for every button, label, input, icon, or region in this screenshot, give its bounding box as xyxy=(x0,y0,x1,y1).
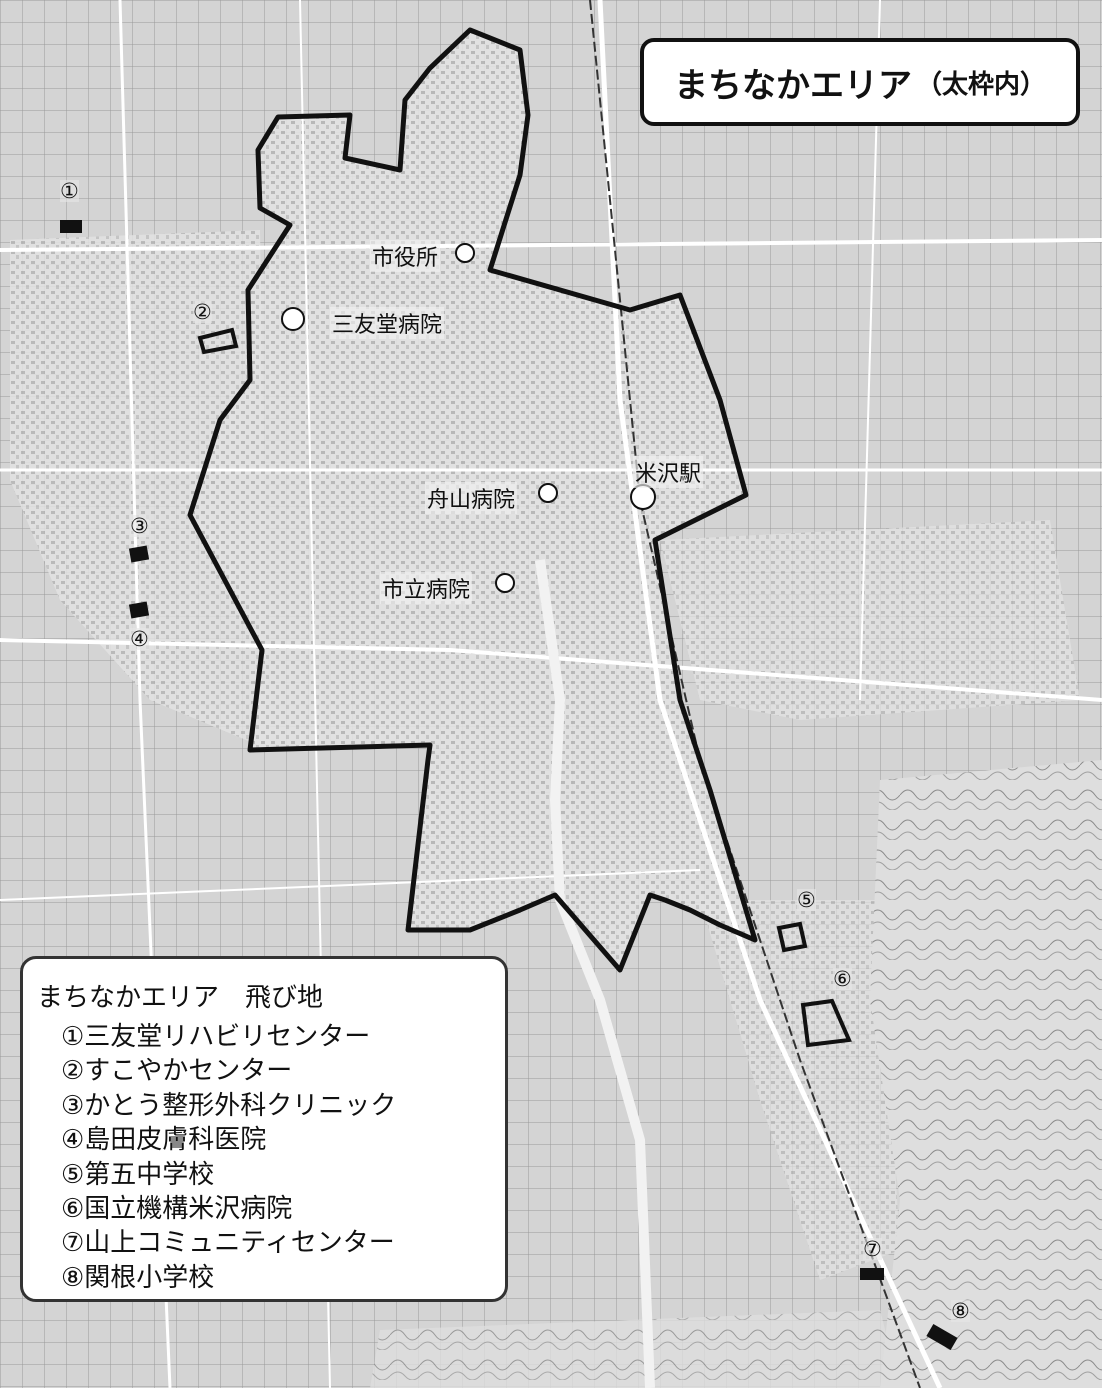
enclave-6-mark xyxy=(800,998,852,1048)
enclave-4-mark xyxy=(128,601,150,619)
enclave-8-mark xyxy=(926,1323,958,1351)
enclave-8-number: ⑧ xyxy=(951,1299,970,1323)
enclave-7-mark xyxy=(860,1268,884,1280)
sanyudo-hospital-label: 三友堂病院 xyxy=(330,307,445,339)
legend-item: ②すこやかセンター xyxy=(61,1056,293,1087)
legend-item: ③かとう整形外科クリニック xyxy=(61,1090,397,1121)
enclave-7-number: ⑦ xyxy=(863,1237,882,1261)
urban-zone-west xyxy=(10,230,270,750)
title-paren: （太枠内） xyxy=(915,69,1046,100)
municipal-hospital-marker xyxy=(495,573,515,593)
urban-zone-east xyxy=(660,520,1080,720)
legend-item: ⑧関根小学校 xyxy=(61,1262,215,1293)
enclave-5-number: ⑤ xyxy=(797,888,816,912)
legend-item: ①三友堂リハビリセンター xyxy=(61,1022,371,1052)
legend-item: ⑦山上コミュニティセンター xyxy=(61,1228,395,1259)
enclave-5-mark xyxy=(776,921,808,953)
legend-item: ⑥国立機構米沢病院 xyxy=(61,1194,293,1225)
enclave-4-number: ④ xyxy=(130,627,149,651)
legend-heading: まちなかエリア 飛び地 xyxy=(37,983,324,1013)
enclave-3-mark xyxy=(128,545,150,563)
legend-item: ④島田皮膚科医院 xyxy=(61,1125,267,1156)
enclave-3-number: ③ xyxy=(130,514,149,538)
city-hall-label: 市役所 xyxy=(370,240,441,272)
title-main: まちなかエリア xyxy=(673,65,912,106)
sanyudo-hospital-marker xyxy=(281,307,305,331)
enclave-2-mark xyxy=(197,327,239,355)
yonezawa-station-marker xyxy=(630,484,656,510)
enclave-6-number: ⑥ xyxy=(833,967,852,991)
hill-area-south xyxy=(370,1310,900,1388)
enclave-1-mark xyxy=(60,220,82,233)
enclave-2-number: ② xyxy=(193,300,212,324)
city-hall-marker xyxy=(455,243,475,263)
hill-area-east xyxy=(870,760,1102,1388)
legend-list: ①三友堂リハビリセンター ②すこやかセンター ③かとう整形外科クリニック ④島田… xyxy=(35,1020,493,1295)
legend-item: ⑤第五中学校 xyxy=(61,1159,215,1190)
municipal-hospital-label: 市立病院 xyxy=(380,572,473,604)
yonezawa-station-label: 米沢駅 xyxy=(633,456,704,488)
funayama-hospital-label: 舟山病院 xyxy=(425,482,518,514)
enclave-1-number: ① xyxy=(60,179,79,203)
funayama-hospital-marker xyxy=(538,483,558,503)
enclave-legend: まちなかエリア 飛び地 ①三友堂リハビリセンター ②すこやかセンター ③かとう整… xyxy=(20,956,508,1302)
machinaka-area-boundary xyxy=(187,27,758,973)
map-title: まちなかエリア （太枠内） xyxy=(640,38,1080,126)
